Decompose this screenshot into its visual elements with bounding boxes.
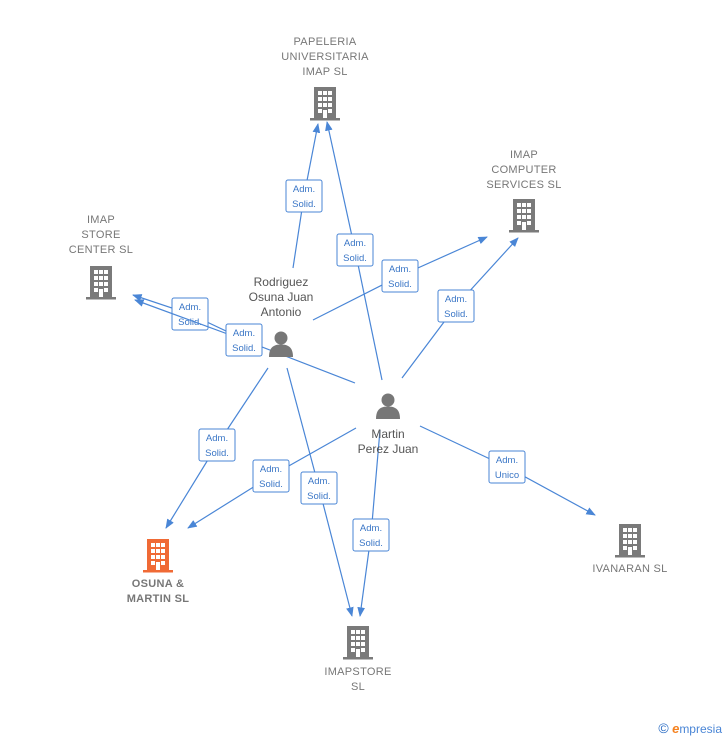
role-label-text: Solid. (307, 491, 331, 502)
edge-martin-imapstore: Adm. Solid. (352, 429, 390, 617)
role-label-box[interactable]: Adm. Solid. (171, 297, 209, 331)
role-label-text: Adm. (445, 294, 467, 305)
brand-name: mpresia (679, 722, 722, 736)
role-label-text: Adm. (233, 328, 255, 339)
role-label-frame (198, 428, 236, 462)
role-label-box[interactable]: Adm. Solid. (336, 233, 374, 267)
role-label-text: Solid. (359, 538, 383, 549)
person-icon (376, 393, 400, 419)
role-label-box[interactable]: Adm. Solid. (285, 179, 323, 213)
role-label-text: Solid. (444, 309, 468, 320)
edge-rodriguez-imapstore: Adm. Solid. (286, 367, 354, 617)
role-label-frame (336, 233, 374, 267)
edges-layer: Adm. Solid. Adm. Solid. Adm. Solid. Adm. Solid.… (132, 121, 596, 617)
role-label-text: Solid. (232, 343, 256, 354)
edge-rodriguez-osuna: Adm. Solid. (165, 367, 269, 529)
node-papeleria[interactable]: PAPELERIA UNIVERSITARIA IMAP SL (281, 36, 369, 121)
node-label-line: IMAPSTORE (324, 666, 391, 678)
role-label-text: Adm. (389, 264, 411, 275)
role-label-text: Adm. (496, 455, 518, 466)
role-label-frame (437, 289, 475, 323)
building-icon (310, 87, 340, 121)
role-label-frame (381, 259, 419, 293)
edge-martin-imap_computer: Adm. Solid. (401, 237, 519, 379)
role-label-frame (352, 518, 390, 552)
edge-martin-papeleria: Adm. Solid. (325, 121, 383, 381)
node-label-line: PAPELERIA (293, 36, 356, 48)
node-label-line: Martin (371, 427, 404, 441)
node-label-line: Perez Juan (358, 442, 419, 456)
role-label-text: Adm. (206, 433, 228, 444)
role-label-box[interactable]: Adm. Solid. (300, 471, 338, 505)
node-label-line: SL (351, 681, 365, 693)
node-label-line: IMAP SL (302, 66, 347, 78)
role-label-text: Solid. (259, 479, 283, 490)
node-label-line: IMAP (87, 214, 115, 226)
node-label-line: COMPUTER (491, 164, 556, 176)
role-label-text: Unico (495, 470, 519, 481)
role-label-box[interactable]: Adm. Unico (488, 450, 526, 484)
role-label-box[interactable]: Adm. Solid. (437, 289, 475, 323)
role-label-text: Adm. (344, 238, 366, 249)
node-label-line: IVANARAN SL (592, 563, 667, 575)
role-label-text: Adm. (360, 523, 382, 534)
role-label-text: Solid. (178, 317, 202, 328)
role-label-frame (252, 459, 290, 493)
role-label-frame (300, 471, 338, 505)
building-icon (343, 626, 373, 660)
person-icon (269, 331, 293, 357)
building-icon (615, 524, 645, 558)
node-imap_computer[interactable]: IMAP COMPUTER SERVICES SL (486, 149, 561, 233)
node-label-line: OSUNA & (132, 578, 184, 590)
role-label-box[interactable]: Adm. Solid. (252, 459, 290, 493)
edge-rodriguez-papeleria: Adm. Solid. (285, 123, 323, 269)
edge-martin-imap_store: Adm. Solid. (134, 299, 356, 384)
role-label-text: Adm. (179, 302, 201, 313)
brand-initial: e (672, 721, 680, 736)
edge-rodriguez-imap_computer: Adm. Solid. (312, 236, 488, 321)
role-label-text: Adm. (293, 184, 315, 195)
role-label-box[interactable]: Adm. Solid. (198, 428, 236, 462)
node-imap_store[interactable]: IMAP STORE CENTER SL (69, 214, 133, 300)
node-label-line: SERVICES SL (486, 179, 561, 191)
role-label-frame (285, 179, 323, 213)
role-label-box[interactable]: Adm. Solid. (352, 518, 390, 552)
footer-brand: © empresia (658, 720, 722, 736)
role-label-text: Solid. (292, 199, 316, 210)
node-label-line: CENTER SL (69, 244, 133, 256)
copyright-symbol: © (658, 720, 669, 736)
node-label-line: Antonio (261, 305, 302, 319)
node-osuna[interactable]: OSUNA & MARTIN SL (127, 539, 190, 605)
building-icon (86, 266, 116, 300)
role-label-box[interactable]: Adm. Solid. (225, 323, 263, 357)
node-label-line: IMAP (510, 149, 538, 161)
role-label-frame (225, 323, 263, 357)
building-icon (143, 539, 173, 573)
nodes-layer: PAPELERIA UNIVERSITARIA IMAP SL IMAP COMPUTE… (69, 36, 668, 693)
role-label-frame (488, 450, 526, 484)
edge-martin-osuna: Adm. Solid. (187, 427, 357, 529)
role-label-text: Solid. (388, 279, 412, 290)
role-label-text: Adm. (260, 464, 282, 475)
node-imapstore[interactable]: IMAPSTORE SL (324, 626, 391, 693)
role-label-text: Adm. (308, 476, 330, 487)
node-label-line: MARTIN SL (127, 593, 190, 605)
node-label-line: Osuna Juan (249, 290, 314, 304)
node-ivanaran[interactable]: IVANARAN SL (592, 524, 667, 575)
node-label-line: UNIVERSITARIA (281, 51, 369, 63)
edge-martin-ivanaran: Adm. Unico (419, 425, 596, 516)
role-label-box[interactable]: Adm. Solid. (381, 259, 419, 293)
node-label-line: Rodriguez (254, 275, 309, 289)
role-label-text: Solid. (343, 253, 367, 264)
node-label-line: STORE (81, 229, 120, 241)
building-icon (509, 199, 539, 233)
role-label-text: Solid. (205, 448, 229, 459)
